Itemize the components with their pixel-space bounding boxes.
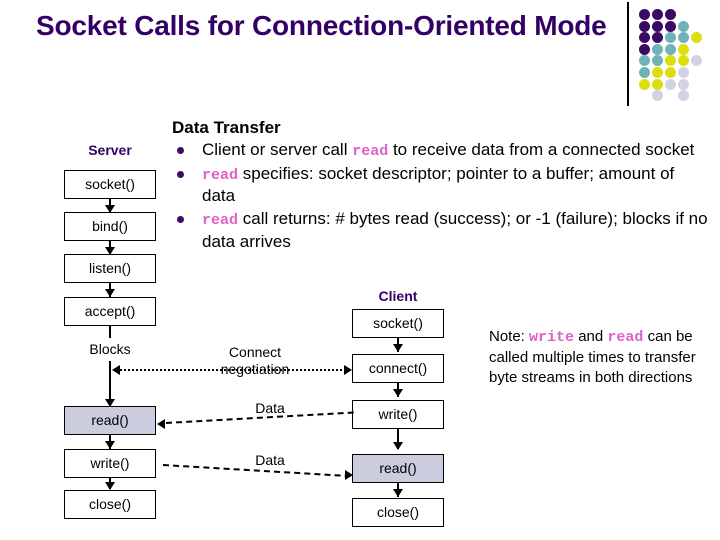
logo-dot	[678, 32, 689, 44]
logo-dot	[652, 32, 663, 44]
arrow-head-icon	[344, 365, 352, 375]
arrow-head-icon	[393, 389, 403, 397]
bullet-icon	[177, 216, 184, 224]
server-box-listen[interactable]: listen()	[64, 254, 156, 283]
logo-dot	[665, 43, 676, 55]
client-box-socket[interactable]: socket()	[352, 309, 444, 338]
data-transfer-block: Data Transfer Client or server call read…	[172, 118, 712, 254]
logo-dot	[639, 32, 650, 44]
logo-dot	[678, 20, 689, 32]
text-run: Note:	[489, 328, 530, 345]
arrow-head-icon	[345, 470, 353, 480]
code-keyword: read	[607, 329, 644, 346]
bullet-text-1: read specifies: socket descriptor; point…	[202, 164, 674, 206]
list-item: read specifies: socket descriptor; point…	[172, 163, 712, 208]
arrow-head-icon	[393, 489, 403, 497]
logo-dot	[652, 90, 663, 102]
server-box-write[interactable]: write()	[64, 449, 156, 478]
arrow-head-icon	[105, 441, 115, 449]
logo-dot	[691, 32, 702, 44]
data-transfer-heading: Data Transfer	[172, 118, 281, 137]
client-box-read[interactable]: read()	[352, 454, 444, 483]
connect-negotiation-line	[120, 369, 350, 371]
arrow-head-icon	[105, 205, 115, 213]
data-label-2: Data	[255, 452, 285, 468]
connect-label-line1: Connect	[228, 344, 282, 360]
logo-dot	[678, 90, 689, 102]
dot-grid-logo	[639, 9, 711, 102]
bullet-text-2: read call returns: # bytes read (success…	[202, 209, 708, 251]
arrow-head-icon	[105, 399, 115, 407]
logo-dot	[639, 55, 650, 67]
logo-dot	[639, 43, 650, 55]
text-run: can be called multiple times to transfer…	[489, 328, 696, 386]
client-box-close[interactable]: close()	[352, 498, 444, 527]
logo-dot	[665, 67, 676, 78]
connector	[397, 429, 399, 449]
client-box-connect[interactable]: connect()	[352, 354, 444, 383]
page-title: Socket Calls for Connection-Oriented Mod…	[36, 10, 607, 41]
logo-dot	[652, 20, 663, 32]
server-box-bind[interactable]: bind()	[64, 212, 156, 241]
server-column-header: Server	[88, 142, 132, 158]
logo-dot	[639, 9, 650, 20]
text-run: to receive data from a connected socket	[388, 140, 695, 159]
text-run: Client or server call	[202, 140, 353, 159]
server-box-accept[interactable]: accept()	[64, 297, 156, 326]
logo-dot	[665, 32, 676, 44]
arrow-head-icon	[157, 419, 165, 429]
text-run: and	[574, 328, 608, 345]
server-box-close[interactable]: close()	[64, 490, 156, 519]
arrow-head-icon	[105, 289, 115, 297]
logo-dot	[639, 67, 650, 78]
bullet-icon	[177, 170, 184, 178]
code-keyword: read	[202, 166, 239, 184]
logo-dot	[665, 9, 676, 20]
arrow-head-icon	[105, 482, 115, 490]
data-label-1: Data	[255, 400, 285, 416]
arrow-head-icon	[393, 442, 403, 450]
text-run: call returns: # bytes read (success); or…	[202, 209, 708, 251]
arrow-head-icon	[393, 344, 403, 352]
logo-dot	[678, 78, 689, 90]
list-item: Client or server call read to receive da…	[172, 139, 712, 162]
bullet-icon	[177, 147, 184, 154]
logo-dot	[691, 55, 702, 67]
logo-dot	[678, 55, 689, 67]
logo-dot	[665, 55, 676, 67]
logo-dot	[652, 78, 663, 90]
client-box-write[interactable]: write()	[352, 400, 444, 429]
server-box-socket[interactable]: socket()	[64, 170, 156, 199]
logo-dot	[678, 43, 689, 55]
logo-dot	[652, 9, 663, 20]
arrow-head-icon	[112, 365, 120, 375]
logo-dot	[639, 78, 650, 90]
logo-dot	[652, 55, 663, 67]
logo-dot	[652, 67, 663, 78]
logo-divider	[627, 2, 629, 106]
server-blocks-label: Blocks	[89, 341, 131, 357]
bullet-text-0: Client or server call read to receive da…	[202, 140, 695, 160]
connector	[109, 361, 111, 407]
client-column-header: Client	[378, 288, 418, 304]
code-keyword: write	[529, 329, 575, 346]
logo-dot	[652, 43, 663, 55]
logo-dot	[665, 20, 676, 32]
logo-dot	[678, 67, 689, 78]
server-box-read[interactable]: read()	[64, 406, 156, 435]
logo-dot	[665, 78, 676, 90]
code-keyword: read	[202, 212, 239, 230]
arrow-head-icon	[105, 247, 115, 255]
connector	[109, 326, 111, 338]
code-keyword: read	[352, 143, 389, 160]
logo-dot	[639, 20, 650, 32]
text-run: specifies: socket descriptor; pointer to…	[202, 163, 675, 206]
note-block: Note: write and read can be called multi…	[489, 327, 704, 387]
list-item: read call returns: # bytes read (success…	[172, 208, 712, 253]
